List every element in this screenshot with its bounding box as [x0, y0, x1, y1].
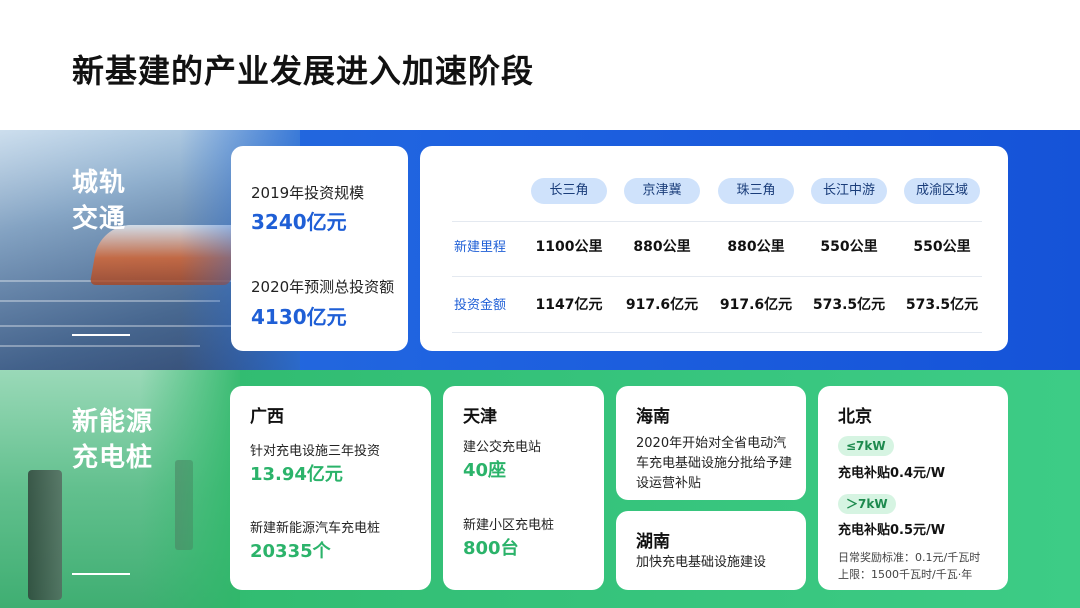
table-cell: 573.5亿元	[812, 297, 886, 313]
stat-label: 针对充电设施三年投资	[250, 444, 381, 459]
power-badge: ＞7kW	[838, 494, 896, 514]
row-label: 新建里程	[454, 240, 507, 255]
table-cell: 550公里	[913, 239, 971, 255]
region-pill: 珠三角	[718, 178, 794, 204]
card-title: 北京	[838, 407, 872, 427]
metro-investment-card: 2019年投资规模 3240亿元 2020年预测总投资额 4130亿元	[231, 146, 408, 351]
stat-value: 800台	[463, 538, 519, 559]
table-cell: 917.6亿元	[625, 297, 699, 313]
subsidy-text: 充电补贴0.4元/W	[838, 466, 946, 481]
power-badge: ≤7kW	[838, 436, 894, 456]
table-cell: 573.5亿元	[905, 297, 979, 313]
table-cell: 880公里	[727, 239, 785, 255]
table-cell: 880公里	[633, 239, 691, 255]
stat-value: 3240亿元	[251, 210, 347, 234]
note-text: 日常奖励标准：0.1元/千瓦时	[838, 551, 981, 564]
row-label: 投资金额	[454, 298, 507, 313]
table-cell: 1147亿元	[535, 297, 603, 313]
hainan-card: 海南 2020年开始对全省电动汽车充电基础设施分批给予建设运营补贴	[616, 386, 806, 500]
stat-label: 新建小区充电桩	[463, 518, 555, 533]
table-cell: 550公里	[820, 239, 878, 255]
note-text: 上限：1500千瓦时/千瓦·年	[838, 568, 973, 581]
stat-value: 40座	[463, 460, 507, 481]
tianjin-card: 天津 建公交充电站 40座 新建小区充电桩 800台	[443, 386, 604, 590]
stat-label: 新建新能源汽车充电桩	[250, 521, 381, 536]
region-pill: 京津冀	[624, 178, 700, 204]
stat-value: 13.94亿元	[250, 464, 343, 485]
charging-station-photo	[0, 370, 240, 608]
beijing-card: 北京 ≤7kW 充电补贴0.4元/W ＞7kW 充电补贴0.5元/W 日常奖励标…	[818, 386, 1008, 590]
motion-streak	[0, 345, 200, 347]
card-text: 2020年开始对全省电动汽车充电基础设施分批给予建设运营补贴	[636, 436, 793, 491]
stat-value: 20335个	[250, 541, 331, 562]
motion-streak	[0, 325, 280, 327]
table-divider	[452, 221, 982, 222]
region-table-card: 长三角 京津冀 珠三角 长江中游 成渝区域 新建里程 1100公里 880公里 …	[420, 146, 1008, 351]
stat-label: 2019年投资规模	[251, 184, 365, 202]
card-title: 天津	[463, 407, 497, 427]
table-divider	[452, 332, 982, 333]
card-text: 加快充电基础设施建设	[636, 555, 767, 570]
page-title: 新基建的产业发展进入加速阶段	[72, 52, 535, 90]
region-pill: 长三角	[531, 178, 607, 204]
hunan-card: 湖南 加快充电基础设施建设	[616, 511, 806, 590]
metro-section-label: 城轨 交通	[72, 168, 127, 234]
card-title: 湖南	[636, 532, 670, 552]
stat-label: 建公交充电站	[463, 440, 542, 455]
metro-divider	[72, 334, 130, 336]
ev-section-label: 新能源 充电桩	[72, 407, 154, 473]
region-pill: 成渝区域	[904, 178, 980, 204]
card-title: 广西	[250, 407, 284, 427]
table-cell: 1100公里	[535, 239, 603, 255]
ev-divider	[72, 573, 130, 575]
stat-label: 2020年预测总投资额	[251, 278, 395, 296]
guangxi-card: 广西 针对充电设施三年投资 13.94亿元 新建新能源汽车充电桩 20335个	[230, 386, 431, 590]
stat-value: 4130亿元	[251, 305, 347, 329]
card-title: 海南	[636, 407, 670, 427]
charger-image	[28, 470, 62, 600]
table-divider	[452, 276, 982, 277]
table-cell: 917.6亿元	[719, 297, 793, 313]
region-pill: 长江中游	[811, 178, 887, 204]
motion-streak	[0, 300, 220, 302]
subsidy-text: 充电补贴0.5元/W	[838, 523, 946, 538]
